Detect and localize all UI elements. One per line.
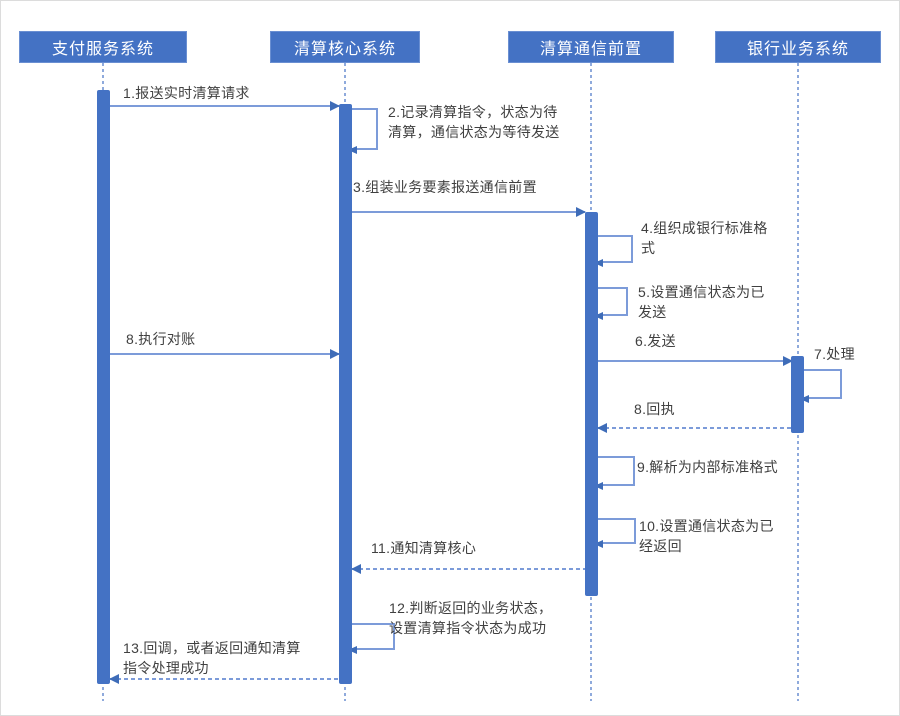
message-arrow-1 [110, 101, 340, 111]
actor-clearing-comm-front: 清算通信前置 [508, 31, 674, 63]
self-message-loop-10 [594, 518, 636, 548]
self-message-loop-4 [594, 235, 633, 267]
arrowhead-icon [800, 395, 809, 403]
arrowhead-icon [351, 564, 361, 574]
actor-label: 清算通信前置 [539, 41, 642, 58]
activation-bar-payment-service [97, 90, 110, 684]
message-label-2: 2.记录清算指令，状态为待 清算，通信状态为等待发送 [388, 104, 560, 140]
message-label-3: 3.组装业务要素报送通信前置 [353, 179, 537, 195]
message-arrow-3 [352, 207, 586, 217]
activation-bar-clearing-comm-front [585, 212, 598, 596]
arrowhead-icon [594, 259, 603, 267]
self-message-loop-12 [348, 623, 395, 654]
arrowhead-icon [597, 423, 607, 433]
arrowhead-icon [348, 646, 357, 654]
message-label-1: 1.报送实时清算请求 [123, 85, 250, 101]
message-label-4: 4.组织成银行标准格 式 [641, 220, 768, 256]
arrowhead-icon [109, 674, 119, 684]
actor-label: 银行业务系统 [746, 41, 849, 58]
arrowhead-icon [576, 207, 586, 217]
message-label-12: 12.判断返回的业务状态， 设置清算指令状态为成功 [389, 600, 553, 636]
message-label-11: 11.通知清算核心 [371, 540, 477, 556]
activation-bar-bank-business [791, 356, 804, 433]
message-label-8-receipt: 8.回执 [634, 401, 675, 417]
message-arrow-6 [598, 356, 793, 366]
activation-bar-clearing-core [339, 104, 352, 684]
actor-payment-service-system: 支付服务系统 [19, 31, 187, 63]
arrowhead-icon [330, 101, 340, 111]
message-label-6: 6.发送 [635, 333, 676, 349]
self-message-loop-9 [594, 456, 635, 490]
message-arrow-8-receipt [597, 423, 792, 433]
message-arrow-8-reconciliation [110, 349, 340, 359]
message-label-8-reconciliation: 8.执行对账 [126, 331, 196, 347]
message-arrow-11 [351, 564, 585, 574]
message-label-7: 7.处理 [814, 346, 855, 362]
actor-bank-business-system: 银行业务系统 [715, 31, 881, 63]
arrowhead-icon [594, 540, 603, 548]
message-label-13: 13.回调，或者返回通知清算 指令处理成功 [123, 640, 301, 676]
message-arrow-13 [109, 674, 339, 684]
actor-label: 支付服务系统 [51, 41, 154, 58]
message-label-10: 10.设置通信状态为已 经返回 [639, 518, 774, 554]
arrowhead-icon [594, 312, 603, 320]
arrowhead-icon [348, 146, 357, 154]
message-label-9: 9.解析为内部标准格式 [637, 459, 778, 475]
self-message-loop-2 [348, 108, 378, 154]
self-message-loop-5 [594, 287, 628, 320]
arrowhead-icon [783, 356, 793, 366]
arrowhead-icon [330, 349, 340, 359]
actor-label: 清算核心系统 [293, 41, 396, 58]
message-label-5: 5.设置通信状态为已 发送 [638, 284, 765, 320]
actor-clearing-core-system: 清算核心系统 [270, 31, 420, 63]
arrowhead-icon [594, 482, 603, 490]
self-message-loop-7 [800, 369, 842, 403]
